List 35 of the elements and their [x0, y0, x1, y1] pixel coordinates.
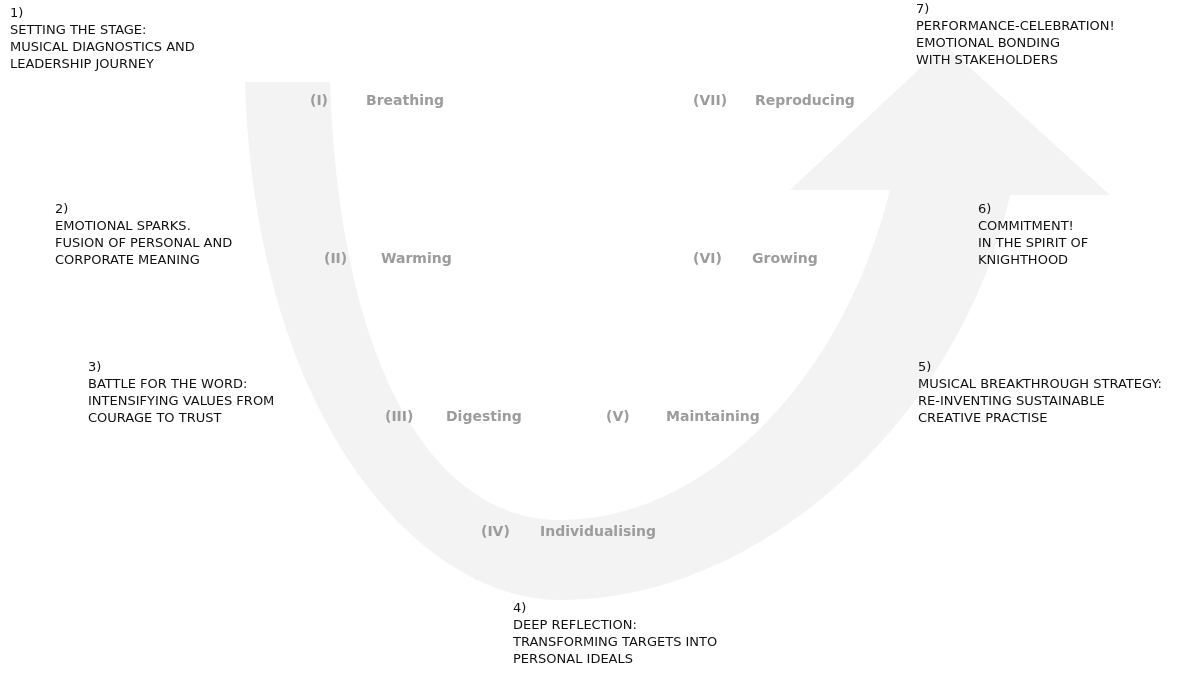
step-heading: DEEP REFLECTION:	[513, 616, 638, 633]
stage-numeral: (VII)	[693, 91, 729, 110]
step-number: 1)	[10, 4, 25, 21]
step-number: 5)	[918, 358, 933, 375]
step-number: 2)	[55, 200, 70, 217]
stage-name: Breathing	[366, 91, 445, 110]
step-description: INTENSIFYING VALUES FROM COURAGE TO TRUST	[88, 392, 276, 426]
step-description: IN THE SPIRIT OF KNIGHTHOOD	[978, 234, 1090, 268]
step-number: 3)	[88, 358, 103, 375]
stage-name: Individualising	[540, 522, 658, 541]
stage-name: Growing	[752, 249, 819, 268]
step-heading: BATTLE FOR THE WORD:	[88, 375, 249, 392]
step-heading: EMOTIONAL SPARKS.	[55, 217, 192, 234]
step-description: TRANSFORMING TARGETS INTO PERSONAL IDEALS	[513, 633, 719, 667]
step-number: 7)	[916, 0, 931, 17]
step-heading: SETTING THE STAGE:	[10, 21, 148, 38]
stage-numeral: (VI)	[693, 249, 723, 268]
stage-numeral: (IV)	[481, 522, 511, 541]
stage-name: Warming	[381, 249, 453, 268]
step-description: EMOTIONAL BONDING WITH STAKEHOLDERS	[916, 34, 1061, 68]
step-description: RE-INVENTING SUSTAINABLE CREATIVE PRACTISE	[918, 392, 1106, 426]
step-heading: MUSICAL BREAKTHROUGH STRATEGY:	[918, 375, 1163, 392]
stage-name: Reproducing	[755, 91, 856, 110]
stage-numeral: (II)	[324, 249, 349, 268]
step-heading: PERFORMANCE-CELEBRATION!	[916, 17, 1116, 34]
step-heading: COMMITMENT!	[978, 217, 1075, 234]
stage-name: Digesting	[446, 407, 523, 426]
step-number: 4)	[513, 599, 528, 616]
stage-numeral: (III)	[385, 407, 415, 426]
stage-numeral: (I)	[310, 91, 329, 110]
step-number: 6)	[978, 200, 993, 217]
stage-numeral: (V)	[606, 407, 631, 426]
step-description: MUSICAL DIAGNOSTICS AND LEADERSHIP JOURNEY	[10, 38, 195, 72]
step-description: FUSION OF PERSONAL AND CORPORATE MEANING	[55, 234, 234, 268]
stage-name: Maintaining	[666, 407, 761, 426]
